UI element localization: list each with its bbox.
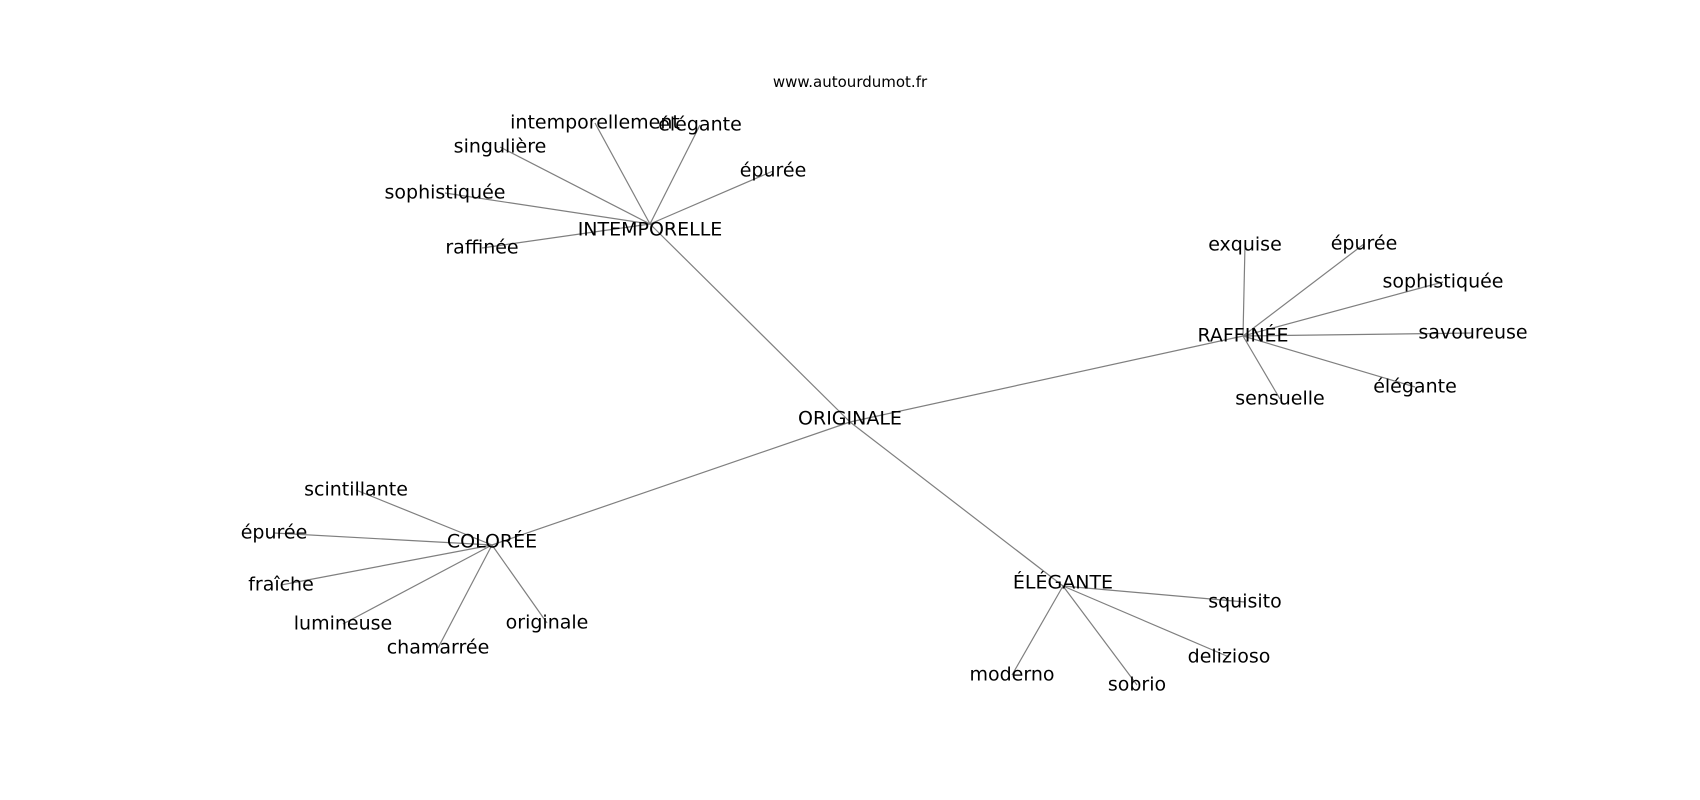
hub-node-raffinee: RAFFINÉE [1197,324,1288,347]
edge-raffinee-to-sophistiquee-2 [1242,281,1444,337]
source-watermark: www.autourdumot.fr [772,73,928,91]
edge-raffinee-to-sensuelle-5 [1242,335,1281,400]
edge-elegante-to-sobrio-2 [1062,585,1138,686]
leaf-node-elegante-sobrio: sobrio [1108,674,1166,696]
edge-intemporelle-to-intemporellement-0 [594,122,651,225]
edge-intemporelle-to-raffinee-5 [481,223,651,249]
leaf-node-raffinee-sensuelle: sensuelle [1235,388,1325,410]
leaf-node-coloree-epuree: épurée [241,522,308,544]
leaf-node-elegante-squisito: squisito [1208,591,1282,613]
leaf-node-coloree-chamarree: chamarrée [387,637,490,659]
leaf-node-raffinee-sophistiquee: sophistiquée [1382,271,1503,293]
edge-coloree-to-originale-5 [491,544,548,624]
edge-raffinee-to-epuree-1 [1242,243,1365,337]
edge-intemporelle-to-epuree-3 [649,170,774,225]
edge-coloree-to-lumineuse-3 [342,544,493,625]
edge-intemporelle-to-elegante-1 [649,124,701,225]
edge-center-to-elegante [849,421,1064,587]
edge-intemporelle-to-singuliere-2 [499,146,651,225]
hub-node-elegante: ÉLÉGANTE [1013,571,1113,594]
center-node-label: ORIGINALE [798,408,902,430]
leaf-node-coloree-lumineuse: lumineuse [294,613,392,635]
edge-intemporelle-to-sophistiquee-4 [444,192,651,225]
leaf-node-coloree-scintillante: scintillante [304,479,408,501]
edge-raffinee-to-elegante-4 [1242,335,1416,388]
edge-coloree-to-scintillante-0 [355,489,493,546]
edge-center-to-coloree [491,421,851,546]
edge-elegante-to-squisito-0 [1062,585,1246,603]
edge-coloree-to-fraiche-2 [280,544,493,586]
leaf-node-coloree-originale: originale [506,612,589,634]
edge-center-to-intemporelle [649,223,851,423]
edge-center-to-raffinee [849,335,1244,423]
leaf-node-raffinee-elegante: élégante [1373,376,1457,398]
edge-raffinee-to-savoureuse-3 [1242,332,1474,337]
edge-elegante-to-moderno-3 [1011,585,1064,676]
leaf-node-intemporelle-raffinee: raffinée [445,237,518,259]
leaf-node-intemporelle-sophistiquee: sophistiquée [384,182,505,204]
leaf-node-intemporelle-elegante: élégante [658,114,742,136]
edge-elegante-to-delizioso-1 [1062,585,1230,658]
edge-coloree-to-epuree-1 [273,532,493,546]
leaf-node-coloree-fraiche: fraîche [248,574,314,596]
edge-raffinee-to-exquise-0 [1242,244,1246,337]
leaf-node-elegante-delizioso: delizioso [1188,646,1271,668]
hub-node-intemporelle: INTEMPORELLE [578,219,723,241]
hub-node-coloree: COLORÉE [447,530,537,553]
leaf-node-raffinee-savoureuse: savoureuse [1418,322,1527,344]
leaf-node-intemporelle-epuree: épurée [740,160,807,182]
leaf-node-raffinee-exquise: exquise [1208,234,1282,256]
edge-coloree-to-chamarree-4 [437,544,493,649]
leaf-node-elegante-moderno: moderno [969,664,1054,686]
leaf-node-raffinee-epuree: épurée [1331,233,1398,255]
leaf-node-intemporelle-singuliere: singulière [454,136,547,158]
leaf-node-intemporelle-intemporellement: intemporellement [510,112,680,134]
